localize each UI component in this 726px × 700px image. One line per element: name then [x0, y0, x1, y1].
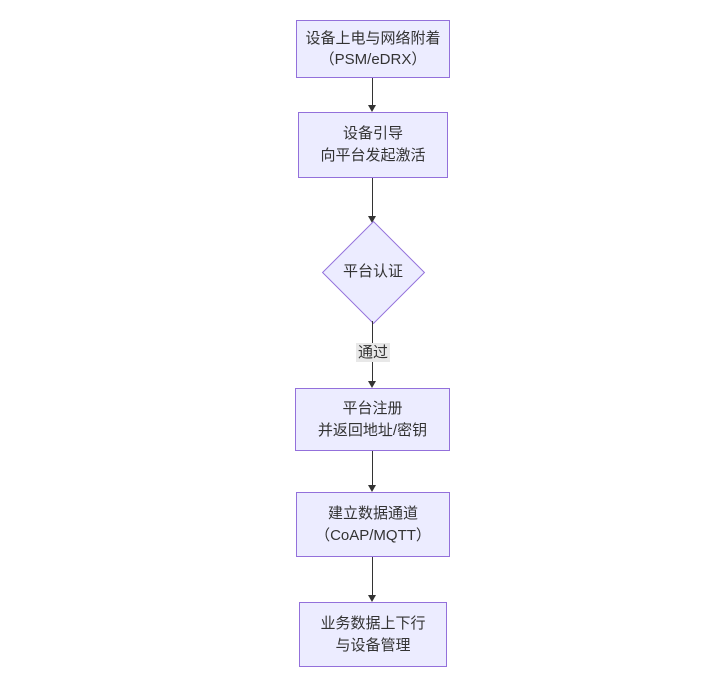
node-text-line: 与设备管理 [335, 636, 411, 654]
edge-a-b-arrowhead-icon [368, 105, 376, 112]
node-text-line: 平台注册 [342, 399, 403, 417]
edge-c-d-label: 通过 [355, 343, 391, 362]
edge-d-e-line [372, 451, 373, 485]
edge-e-f-arrowhead-icon [368, 595, 376, 602]
edge-e-f-line [372, 557, 373, 595]
node-platform-auth-label: 平台认证 [342, 263, 403, 280]
node-device-bootstrap: 设备引导 向平台发起激活 [298, 112, 448, 178]
node-text-line: 向平台发起激活 [320, 147, 426, 164]
node-text-line: （CoAP/MQTT） [315, 526, 431, 544]
node-data-channel: 建立数据通道 （CoAP/MQTT） [296, 492, 450, 557]
node-text-line: 并返回地址/密钥 [317, 421, 428, 439]
edge-b-c-arrowhead-icon [368, 216, 376, 223]
node-text-line: 业务数据上下行 [320, 614, 426, 632]
node-business-data: 业务数据上下行 与设备管理 [299, 602, 447, 667]
edge-b-c-line [372, 178, 373, 216]
node-platform-register: 平台注册 并返回地址/密钥 [295, 388, 450, 451]
edge-d-e-arrowhead-icon [368, 485, 376, 492]
node-device-power-on: 设备上电与网络附着 （PSM/eDRX） [296, 20, 450, 78]
node-text-line: 设备引导 [342, 125, 403, 142]
node-text-line: 设备上电与网络附着 [305, 30, 441, 47]
edge-a-b-line [372, 78, 373, 105]
node-text-line: 建立数据通道 [327, 504, 418, 522]
node-text-line: （PSM/eDRX） [319, 51, 427, 68]
edge-c-d-arrowhead-icon [368, 381, 376, 388]
